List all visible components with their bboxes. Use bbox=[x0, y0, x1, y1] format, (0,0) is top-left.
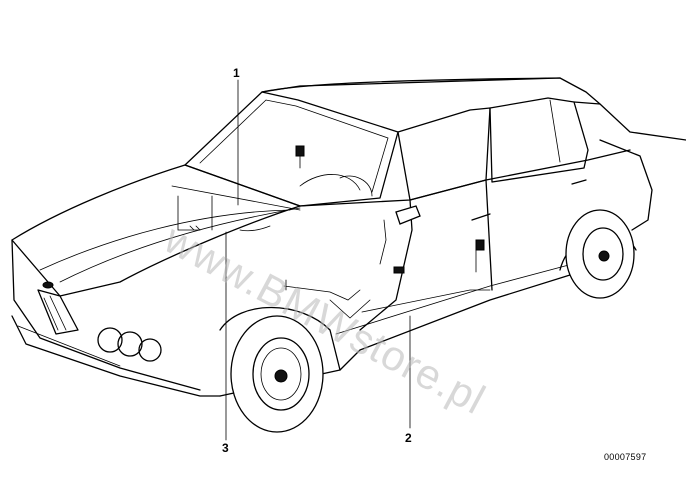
wiring-harness bbox=[171, 185, 477, 319]
leader-lines bbox=[225, 79, 411, 441]
callout-label-3: 3 bbox=[222, 441, 229, 455]
rear-wheel bbox=[565, 209, 635, 299]
reference-code: 00007597 bbox=[604, 452, 647, 462]
connector-parts bbox=[295, 145, 485, 274]
callout-label-2: 2 bbox=[405, 431, 412, 445]
callout-label-1: 1 bbox=[233, 66, 240, 80]
front-wheel bbox=[230, 315, 324, 433]
